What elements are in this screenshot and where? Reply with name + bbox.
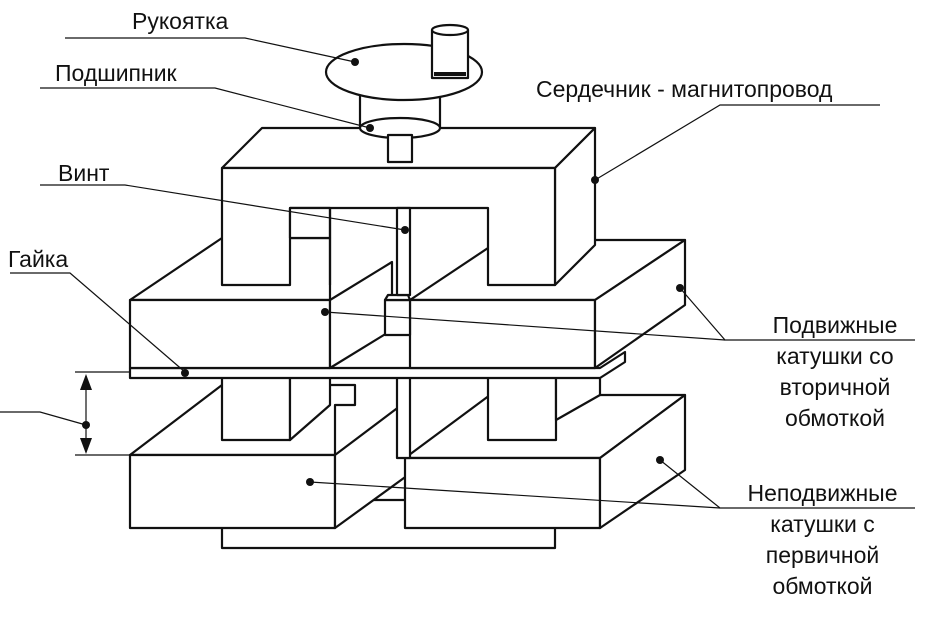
label-movable-coils-line-2: катушки со	[776, 343, 894, 369]
label-fixed-coils-line-4: обмоткой	[772, 573, 873, 599]
label-fixed-coils-line-2: катушки с	[770, 511, 875, 537]
label-movable-coils: Подвижные катушки со вторичной обмоткой	[750, 310, 920, 434]
label-core: Сердечник - магнитопровод	[536, 76, 833, 102]
label-fixed-coils: Неподвижные катушки с первичной обмоткой	[725, 478, 920, 602]
leader-lines	[0, 37, 915, 509]
gap-arrow	[80, 374, 92, 454]
label-movable-coils-line-4: обмоткой	[784, 405, 886, 431]
label-screw: Винт	[58, 160, 110, 186]
label-handle: Рукоятка	[132, 8, 229, 34]
label-fixed-coils-line-1: Неподвижные	[747, 480, 898, 506]
label-movable-coils-line-3: вторичной	[779, 374, 891, 400]
label-bearing: Подшипник	[55, 60, 177, 86]
nut-block	[383, 293, 412, 337]
nut-plate	[128, 350, 627, 380]
screw-lower	[395, 370, 412, 460]
label-movable-coils-line-1: Подвижные	[772, 312, 898, 338]
movable-coil-right	[408, 238, 687, 370]
label-fixed-coils-line-3: первичной	[765, 542, 880, 568]
handle	[324, 23, 484, 102]
screw-upper	[395, 206, 412, 297]
core-lower-legs	[220, 370, 602, 442]
leader-dots	[82, 58, 684, 486]
label-nut: Гайка	[8, 246, 69, 272]
